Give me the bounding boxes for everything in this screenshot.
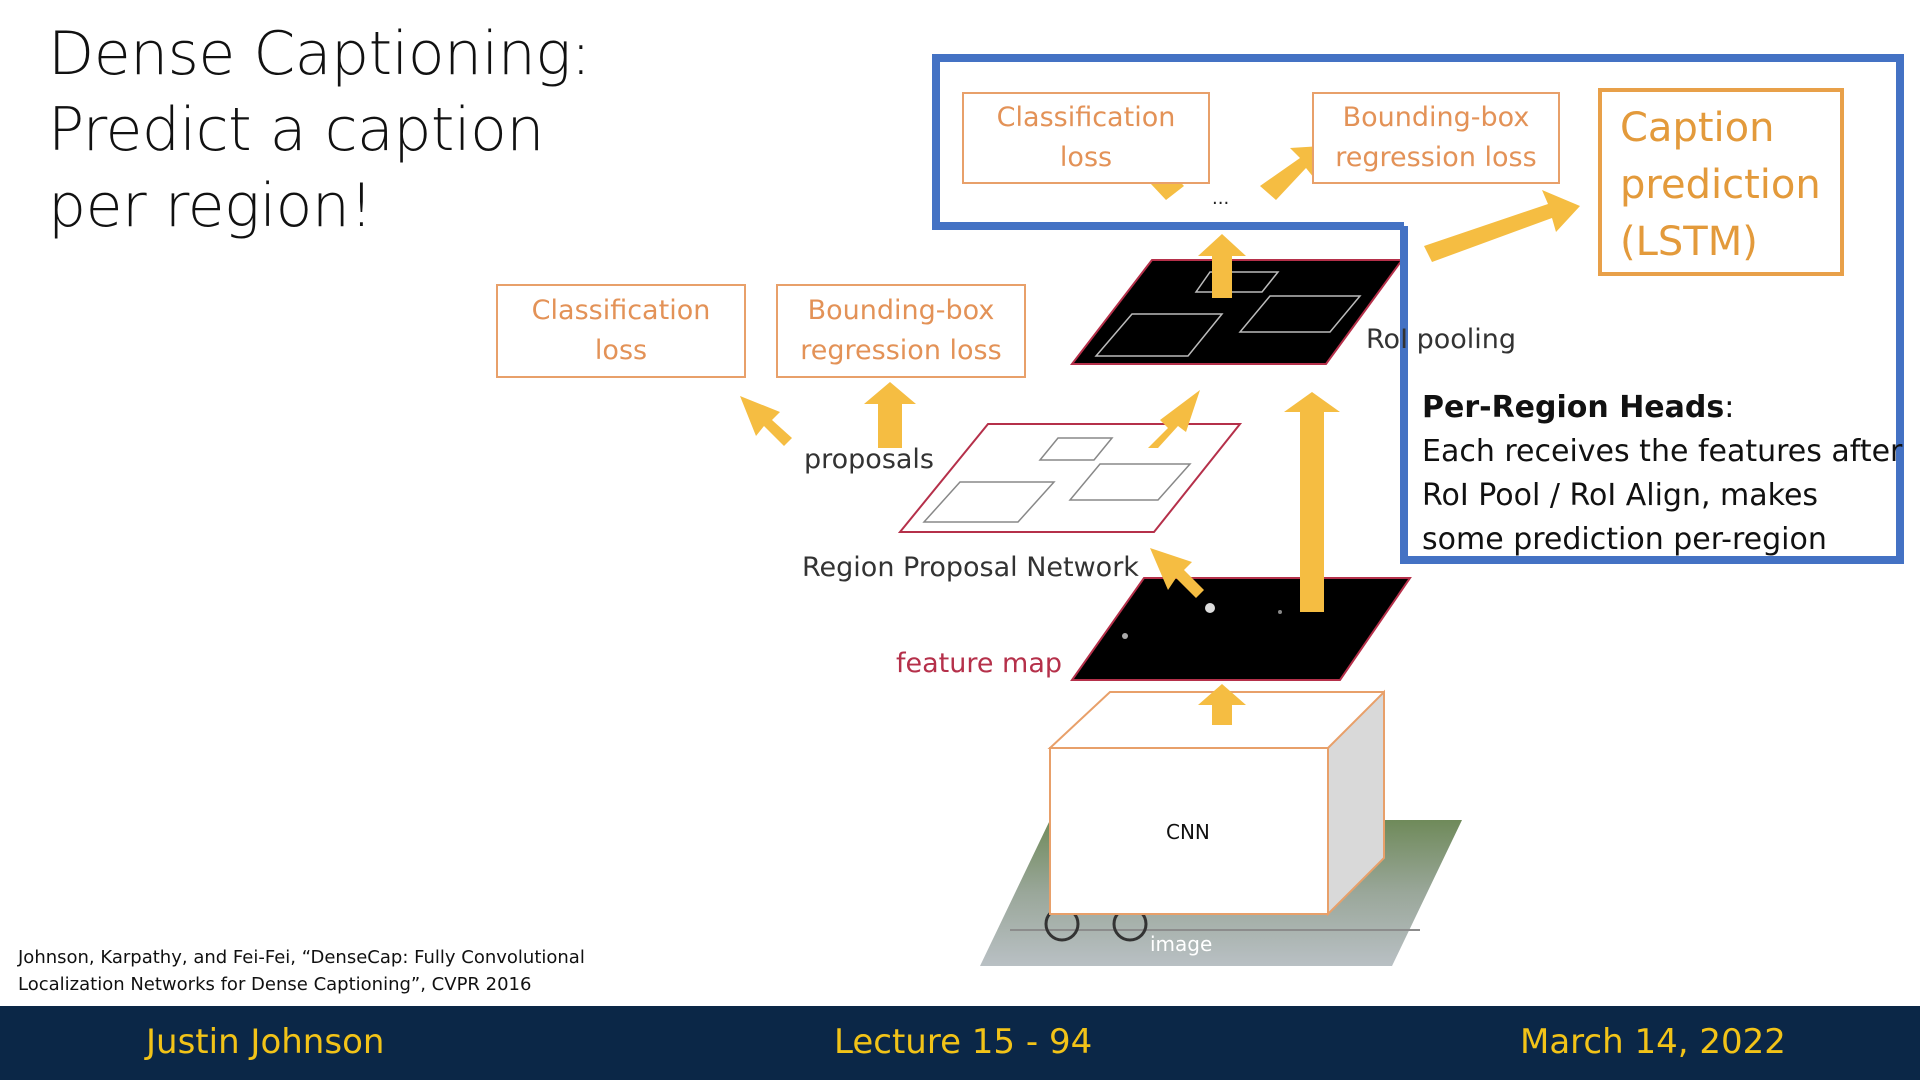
rpn-classification-loss-box: Classification loss — [496, 284, 746, 378]
slide-title: Dense Captioning: Predict a caption per … — [48, 16, 591, 244]
rpn-bbox-line-2: regression loss — [800, 335, 1002, 366]
heads-ellipsis: ... — [1212, 188, 1230, 209]
rpn-cls-line-2: loss — [594, 335, 648, 366]
cnn-label: CNN — [1166, 820, 1210, 844]
image-label: image — [1150, 932, 1213, 956]
per-region-heads-text: Per-Region Heads: Each receives the feat… — [1422, 386, 1902, 562]
per-region-heads-colon: : — [1724, 390, 1735, 425]
rpn-bbox-line-1: Bounding-box — [807, 295, 995, 326]
arrow-proposals-to-cls — [740, 396, 792, 446]
cnn-box-front — [1049, 747, 1329, 915]
arrow-proposals-to-roipool — [1148, 390, 1200, 448]
arrow-proposals-to-bbox — [864, 382, 916, 448]
title-line-1: Dense Captioning: — [48, 19, 591, 89]
caption-prediction-box: Caption prediction (LSTM) — [1598, 88, 1844, 276]
feature-map-label: feature map — [896, 648, 1063, 679]
feature-map-blob-3 — [1278, 610, 1282, 614]
footer-lecture: Lecture 15 - 94 — [834, 1022, 1093, 1062]
per-region-heads-line-1: Each receives the features after — [1422, 434, 1903, 469]
proposal-box-3 — [1038, 437, 1114, 461]
feature-map-blob-2 — [1122, 633, 1128, 639]
rpn-bbox-regression-loss-box: Bounding-box regression loss — [776, 284, 1026, 378]
per-region-heads-line-2: RoI Pool / RoI Align, makes — [1422, 478, 1819, 513]
roi-box-3 — [1194, 271, 1280, 293]
per-region-heads-heading-line: Per-Region Heads: — [1422, 386, 1902, 430]
feature-map-plane — [1070, 577, 1412, 681]
arrow-featuremap-to-rpn — [1150, 548, 1204, 598]
footer-bar: Justin Johnson Lecture 15 - 94 March 14,… — [0, 1006, 1920, 1080]
citation: Johnson, Karpathy, and Fei-Fei, “DenseCa… — [18, 944, 585, 998]
head-bbox-line-1: Bounding-box — [1342, 102, 1530, 133]
arrow-featuremap-to-roipool — [1284, 392, 1340, 612]
head-cls-line-2: loss — [1059, 142, 1113, 173]
per-region-heads-heading: Per-Region Heads — [1422, 390, 1725, 425]
rpn-cls-line-1: Classification — [531, 295, 711, 326]
proposal-box-1 — [922, 481, 1056, 523]
feature-map-blob — [1205, 603, 1215, 613]
arrow-to-head-bbox — [1260, 146, 1322, 200]
proposals-label: proposals — [804, 444, 935, 475]
caption-line-2: prediction — [1620, 162, 1821, 208]
roi-pooled-feature-map — [1069, 259, 1404, 365]
per-region-heads-highlight — [932, 54, 1904, 564]
arrow-roipool-up — [1198, 234, 1246, 298]
proposal-box-2 — [1068, 463, 1192, 501]
title-line-2: Predict a caption — [48, 95, 544, 165]
citation-line-1: Johnson, Karpathy, and Fei-Fei, “DenseCa… — [18, 947, 585, 968]
roi-pooling-label: RoI pooling — [1366, 324, 1517, 355]
citation-line-2: Localization Networks for Dense Captioni… — [18, 974, 532, 995]
head-bbox-line-2: regression loss — [1335, 142, 1537, 173]
arrow-to-caption — [1424, 190, 1580, 262]
title-line-3: per region! — [48, 171, 373, 241]
proposals-plane — [897, 423, 1243, 533]
caption-line-3: (LSTM) — [1620, 219, 1758, 265]
footer-date: March 14, 2022 — [1520, 1022, 1786, 1062]
rpn-label: Region Proposal Network — [802, 552, 1139, 583]
head-cls-line-1: Classification — [996, 102, 1176, 133]
arrow-cnn-to-featuremap — [1198, 684, 1246, 725]
head-bbox-regression-loss-box: Bounding-box regression loss — [1312, 92, 1560, 184]
caption-line-1: Caption — [1620, 105, 1775, 151]
per-region-heads-line-3: some prediction per-region — [1422, 522, 1827, 557]
roi-box-2 — [1238, 295, 1362, 333]
roi-box-1 — [1094, 313, 1224, 357]
footer-author: Justin Johnson — [146, 1022, 385, 1062]
head-classification-loss-box: Classification loss — [962, 92, 1210, 184]
